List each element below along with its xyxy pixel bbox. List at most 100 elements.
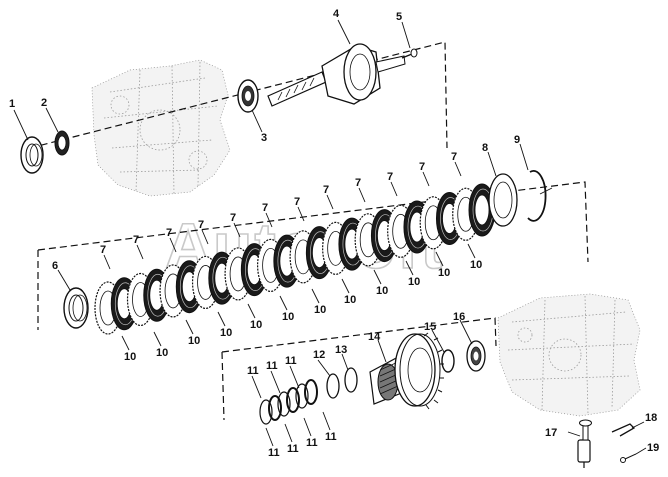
leader-10-9 (373, 269, 382, 285)
callout-11-2: 11 (266, 360, 278, 372)
leader-11-1 (251, 375, 262, 399)
callout-4: 4 (333, 8, 340, 20)
upper-assembly-boundary (29, 41, 448, 149)
leader-10-7 (311, 288, 320, 304)
callout-2: 2 (41, 97, 47, 109)
callout-7-5: 7 (230, 212, 236, 224)
ring-11-6 (304, 379, 318, 405)
part-12-ring (326, 373, 340, 399)
part-14-gear-hub (369, 332, 444, 410)
leader-lines (13, 19, 647, 455)
clutch-pack-plates (94, 183, 496, 335)
part-11-rings (259, 379, 318, 425)
part-2-washer (54, 130, 70, 156)
callout-10-8: 10 (344, 294, 356, 306)
callout-11-3: 11 (285, 355, 297, 367)
leader-10-1 (121, 335, 130, 351)
part-15-snap-ring (441, 349, 455, 373)
callout-12: 12 (313, 349, 325, 361)
leader-11-2 (270, 370, 281, 394)
part-8-pressure-plate (488, 173, 518, 227)
callout-17: 17 (545, 427, 557, 439)
callout-10-11: 10 (438, 267, 450, 279)
callout-10-10: 10 (408, 276, 420, 288)
callout-11-4: 11 (268, 447, 280, 459)
callout-7-1: 7 (100, 244, 106, 256)
leader-10-12 (467, 243, 476, 259)
callout-7-9: 7 (355, 177, 361, 189)
ring-11-3 (277, 391, 291, 417)
leader-7-10 (390, 181, 398, 197)
leader-11-6 (303, 417, 312, 437)
callout-7-2: 7 (133, 234, 139, 246)
part-19-bolt (620, 453, 637, 463)
part-9-snap-ring (527, 169, 553, 222)
callout-1: 1 (9, 98, 15, 110)
callout-7-7: 7 (294, 196, 300, 208)
leader-7-11 (422, 171, 430, 187)
callout-15: 15 (424, 321, 436, 333)
leader-10-3 (185, 319, 194, 335)
ring-11-2 (268, 395, 282, 421)
leader-11-5 (284, 423, 293, 443)
leader-7-5 (233, 222, 241, 238)
callout-7-12: 7 (451, 151, 457, 163)
callout-7-6: 7 (262, 202, 268, 214)
transmission-housing-ghost (91, 59, 231, 197)
lower-assembly-boundary (221, 317, 497, 421)
leader-7-12 (454, 161, 462, 177)
callout-10-2: 10 (156, 347, 168, 359)
leader-11-3 (289, 365, 300, 389)
leader-10-10 (405, 260, 414, 276)
callout-10-9: 10 (376, 285, 388, 297)
callout-10-5: 10 (250, 319, 262, 331)
leader-10-11 (435, 251, 444, 267)
leader-7-9 (358, 187, 366, 203)
callout-16: 16 (453, 311, 465, 323)
leader-11-7 (322, 411, 331, 431)
part-4-input-shaft-drum (267, 43, 406, 107)
callout-19: 19 (647, 442, 659, 454)
part-18-clip (611, 423, 636, 437)
callout-10-6: 10 (282, 311, 294, 323)
callout-14: 14 (368, 331, 381, 343)
leader-7-4 (201, 229, 209, 245)
leader-7-7 (297, 206, 305, 222)
callout-10-12: 10 (470, 259, 482, 271)
leader-7-8 (326, 194, 334, 210)
part-17-sensor (577, 419, 592, 468)
leader-10-8 (341, 278, 350, 294)
callout-11-5: 11 (287, 443, 299, 455)
callout-13: 13 (335, 344, 347, 356)
ring-11-1 (259, 399, 273, 425)
part-6-seal (63, 287, 89, 329)
callout-10-7: 10 (314, 304, 326, 316)
callout-7-4: 7 (198, 219, 204, 231)
callout-11-7: 11 (325, 431, 337, 443)
callouts-7: 7 7 7 7 7 7 7 7 7 7 7 7 (100, 151, 462, 270)
ring-11-4 (286, 387, 300, 413)
callout-5: 5 (396, 11, 402, 23)
callout-11-1: 11 (247, 365, 259, 377)
part-13-ring (344, 367, 358, 393)
part-16-bearing (466, 340, 486, 372)
callout-7-10: 7 (387, 171, 393, 183)
callout-10-4: 10 (220, 327, 232, 339)
callout-7-8: 7 (323, 184, 329, 196)
leader-7-2 (136, 244, 144, 260)
part-1-seal (20, 136, 44, 174)
callout-9: 9 (514, 134, 520, 146)
callout-labels: 1 2 3 4 5 6 8 9 12 13 14 15 16 17 18 19 (9, 8, 659, 454)
callouts-11: 11 11 11 11 11 11 11 (247, 355, 337, 459)
valve-body-ghost (497, 293, 641, 417)
callout-7-3: 7 (166, 227, 172, 239)
part-5-pin (401, 48, 418, 59)
leader-10-4 (217, 311, 226, 327)
callout-11-6: 11 (306, 437, 318, 449)
leader-10-5 (247, 303, 256, 319)
callout-7-11: 7 (419, 161, 425, 173)
leader-10-2 (153, 331, 162, 347)
callout-18: 18 (645, 412, 657, 424)
